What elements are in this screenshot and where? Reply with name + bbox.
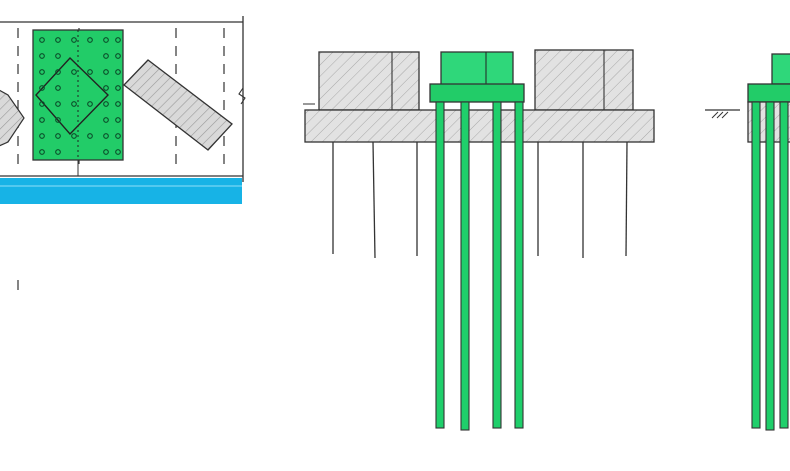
new-long-piles-middle: [435, 101, 524, 431]
existing-short-piles: [332, 141, 628, 259]
pile-dot: [115, 101, 121, 107]
existing-slab: [304, 109, 655, 143]
pile-dot: [55, 85, 61, 91]
section-view-new-at-grade: [705, 53, 790, 431]
pile-dots: [39, 37, 121, 155]
pile-dot: [87, 37, 93, 43]
pile-dot: [39, 133, 45, 139]
new-pile-cap-right: [747, 83, 790, 103]
section-view-existing-plus-new: [303, 49, 655, 431]
pile-dot: [103, 133, 109, 139]
new-column-block: [440, 51, 514, 87]
pile-dot: [103, 117, 109, 123]
existing-footing-left: [0, 89, 25, 147]
pile-dot: [115, 37, 121, 43]
pile-dot: [39, 85, 45, 91]
pile-dot: [55, 117, 61, 123]
pile-dot: [39, 101, 45, 107]
new-pile-cap-rotated-outline: [35, 56, 109, 136]
new-pile-cap-section: [429, 83, 525, 103]
pile-dot: [39, 69, 45, 75]
pile-dot: [103, 85, 109, 91]
pile-dot: [39, 37, 45, 43]
pile-dot: [55, 53, 61, 59]
existing-block-right: [534, 49, 634, 111]
pile-dot: [103, 149, 109, 155]
ground-hatch: [711, 111, 729, 119]
water-strip: [0, 178, 242, 204]
pile-dot: [71, 69, 77, 75]
pile-dot: [55, 69, 61, 75]
existing-block-left: [318, 51, 420, 111]
pile-dot: [71, 133, 77, 139]
pile-dot: [103, 37, 109, 43]
pile-dot: [71, 37, 77, 43]
pile-dot: [87, 69, 93, 75]
pile-dot: [71, 101, 77, 107]
pile-dot: [55, 149, 61, 155]
pile-dot: [103, 69, 109, 75]
pile-dot: [115, 133, 121, 139]
existing-footing-right: [123, 59, 233, 151]
plan-break-mark: [238, 87, 246, 105]
pile-dot: [55, 101, 61, 107]
pile-dot: [87, 101, 93, 107]
pile-dot: [39, 149, 45, 155]
plan-view: [0, 16, 246, 292]
pile-dot: [115, 85, 121, 91]
new-long-piles-right: [751, 101, 789, 431]
pile-dot: [115, 69, 121, 75]
pile-dot: [55, 37, 61, 43]
pile-dot: [115, 149, 121, 155]
pile-dot: [103, 53, 109, 59]
pile-dot: [87, 133, 93, 139]
pile-dot: [115, 117, 121, 123]
new-column-block-right: [771, 53, 790, 85]
pile-dot: [39, 117, 45, 123]
pile-dot: [39, 53, 45, 59]
pile-dot: [103, 101, 109, 107]
pile-dot: [115, 53, 121, 59]
pile-dot: [55, 133, 61, 139]
